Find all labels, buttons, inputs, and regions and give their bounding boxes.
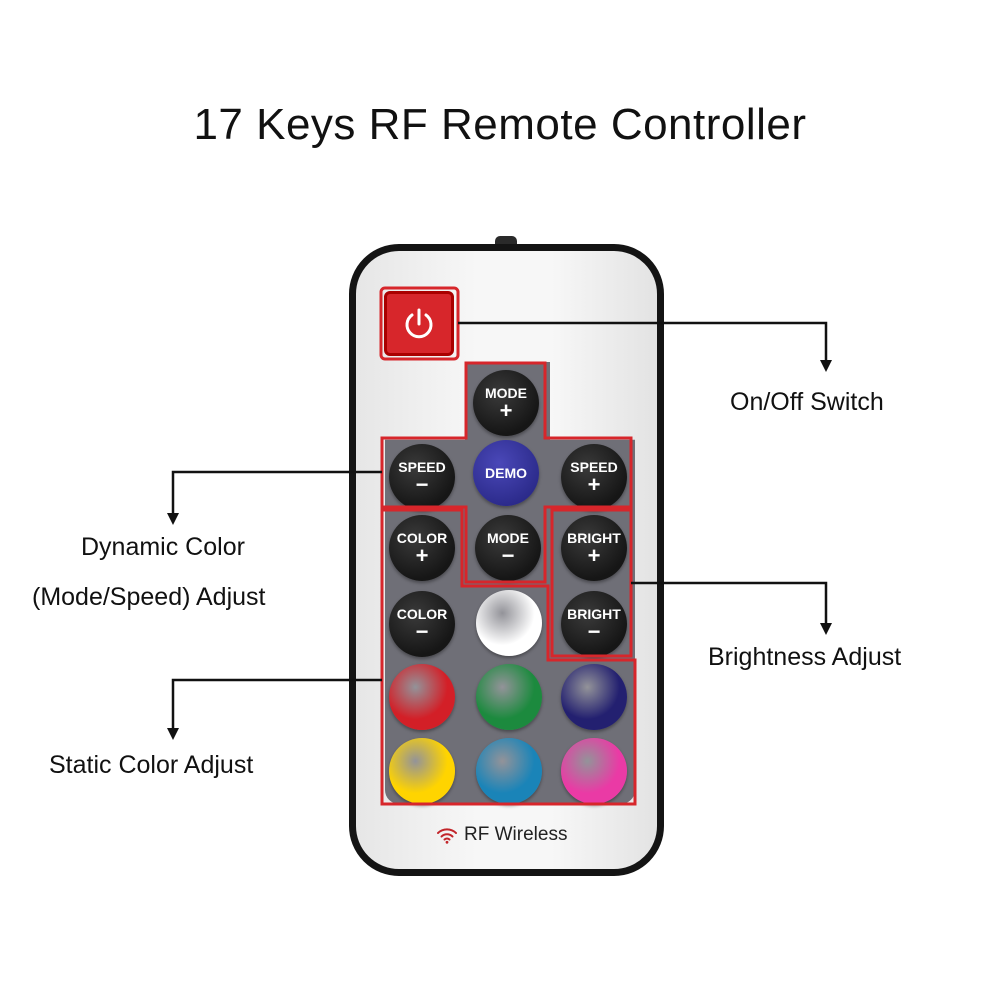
bright-minus-button[interactable]: BRIGHT − [561, 591, 627, 657]
mode-plus-label: MODE [485, 384, 527, 401]
speed-plus-sign: + [587, 471, 601, 497]
blue-color-button[interactable] [561, 664, 627, 730]
dynamic-annotation-line2: (Mode/Speed) Adjust [32, 583, 266, 611]
white-color-button[interactable] [476, 590, 542, 656]
speed-plus-button[interactable]: SPEED + [561, 444, 627, 510]
page-title: 17 Keys RF Remote Controller [193, 100, 807, 149]
yellow-color-button[interactable] [389, 738, 455, 804]
speed-minus-label: SPEED [398, 458, 446, 475]
brightness-highlight [550, 508, 633, 658]
static-leader [171, 678, 382, 730]
bright-plus-sign: + [587, 542, 601, 568]
rf-wireless-footer: RF Wireless [436, 822, 567, 848]
color-minus-label: COLOR [396, 605, 448, 622]
power-icon [405, 308, 433, 338]
demo-label: DEMO [485, 464, 527, 481]
dynamic-leader [171, 470, 382, 515]
static-highlight [380, 508, 637, 806]
brightness-annotation: Brightness Adjust [708, 643, 902, 671]
color-plus-label: COLOR [396, 529, 448, 546]
color-plus-button[interactable]: COLOR + [389, 515, 455, 581]
mode-plus-sign: + [499, 397, 513, 423]
dynamic-annotation-line1: Dynamic Color [81, 533, 245, 561]
green-color-button[interactable] [476, 664, 542, 730]
color-plus-sign: + [415, 542, 429, 568]
on-off-leader [458, 321, 828, 362]
demo-button[interactable]: DEMO [473, 440, 539, 506]
dynamic-arrowhead [167, 513, 179, 525]
mode-minus-sign: − [501, 542, 515, 568]
mode-plus-button[interactable]: MODE + [473, 370, 539, 436]
static-annotation: Static Color Adjust [49, 751, 254, 779]
mode-minus-button[interactable]: MODE − [475, 515, 541, 581]
speed-minus-sign: − [415, 471, 429, 497]
bright-minus-label: BRIGHT [567, 605, 621, 622]
speed-plus-label: SPEED [570, 458, 618, 475]
wifi-icon [437, 828, 457, 844]
highlight-outlines [379, 286, 637, 806]
leader-lines [171, 321, 828, 730]
color-minus-button[interactable]: COLOR − [389, 591, 455, 657]
power-highlight [379, 286, 460, 361]
bright-minus-sign: − [587, 618, 601, 644]
bright-plus-label: BRIGHT [567, 529, 621, 546]
dynamic-highlight [380, 361, 633, 584]
on-off-arrowhead [820, 360, 832, 372]
speed-minus-button[interactable]: SPEED − [389, 444, 455, 510]
red-color-button[interactable] [389, 664, 455, 730]
bright-plus-button[interactable]: BRIGHT + [561, 515, 627, 581]
power-button[interactable] [384, 291, 454, 356]
antenna-nub [495, 236, 517, 246]
leader-arrowheads [167, 360, 832, 740]
brightness-arrowhead [820, 623, 832, 635]
brightness-leader [631, 581, 828, 625]
cyan-color-button[interactable] [476, 738, 542, 804]
static-arrowhead [167, 728, 179, 740]
on-off-annotation: On/Off Switch [730, 388, 884, 416]
mode-minus-label: MODE [487, 529, 529, 546]
color-minus-sign: − [415, 618, 429, 644]
rf-wireless-label: RF Wireless [464, 824, 568, 845]
pink-color-button[interactable] [561, 738, 627, 804]
